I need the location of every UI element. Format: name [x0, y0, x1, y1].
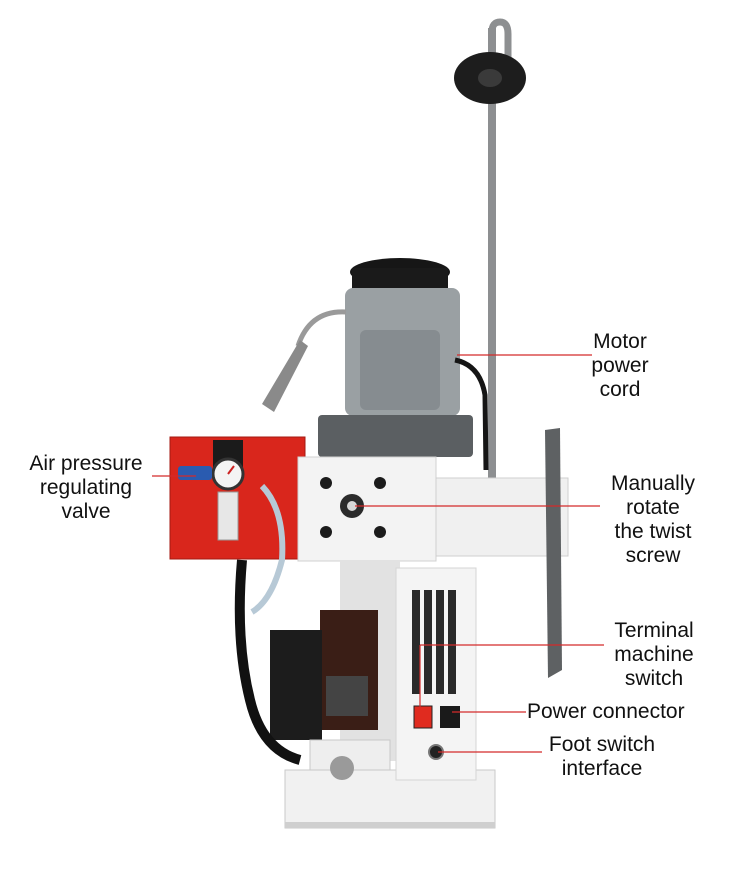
leader-lines	[152, 354, 604, 753]
foot-port	[330, 756, 354, 780]
motor-flange	[318, 415, 473, 457]
housing-hole	[320, 477, 332, 489]
feed-mechanism	[270, 630, 322, 740]
lamp-head	[262, 340, 308, 412]
upper-housing	[297, 456, 437, 562]
lamp-gooseneck	[295, 309, 347, 347]
cable-bundle	[234, 559, 302, 765]
crimp-die	[326, 676, 368, 716]
callout-power-connector: Power connector	[527, 700, 685, 723]
callout-air-pressure-valve: Air pressure regulating valve	[29, 452, 143, 523]
callout-terminal-switch: Terminal machine switch	[614, 619, 694, 690]
callout-motor-power-cord: Motor power cord	[591, 330, 649, 401]
wire-guide-rod	[488, 28, 496, 490]
terminal-machine-switch	[413, 705, 433, 729]
motor-power-cord	[454, 357, 489, 471]
air-filter-bowl	[217, 491, 239, 541]
side-blade	[545, 428, 562, 678]
guide-wheel-hub	[478, 69, 502, 87]
housing-hole	[374, 477, 386, 489]
housing-hole	[374, 526, 386, 538]
machine-base-shadow	[285, 822, 495, 828]
callout-manual-twist-screw: Manually rotate the twist screw	[610, 472, 696, 567]
callout-foot-switch: Foot switch interface	[548, 733, 656, 780]
air-hose	[250, 483, 286, 615]
housing-hole	[320, 526, 332, 538]
vent-slots	[412, 590, 456, 694]
motor-terminal-box	[360, 330, 440, 410]
pressure-gauge-needle	[227, 465, 235, 475]
rod-hook	[488, 18, 512, 80]
air-inlet-fitting	[178, 466, 212, 480]
power-connector	[440, 706, 460, 728]
twist-screw-center	[347, 501, 357, 511]
